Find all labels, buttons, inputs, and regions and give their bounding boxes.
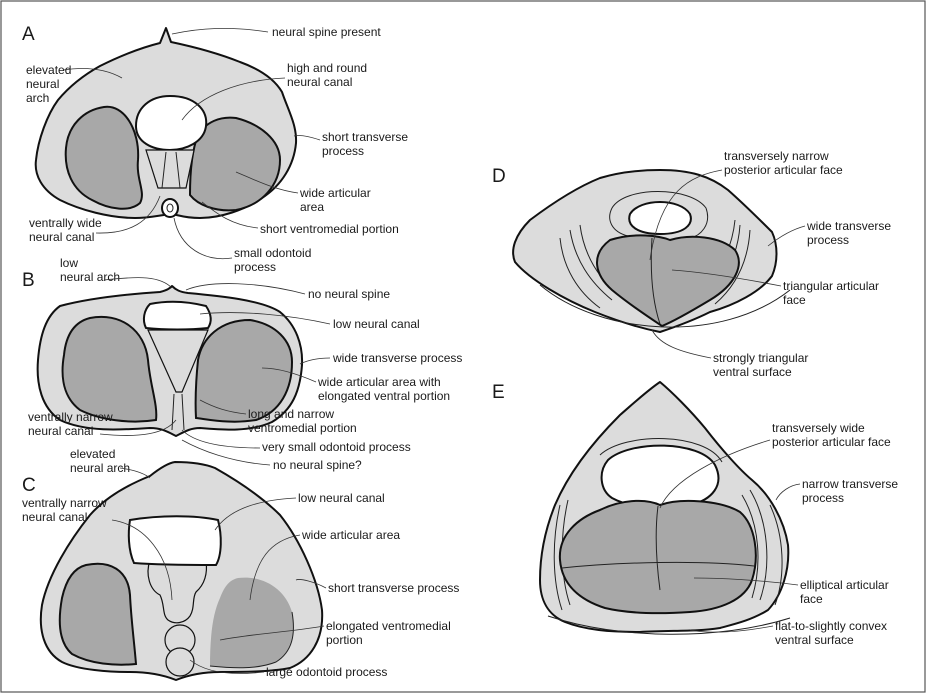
label-line: triangular articular [783, 279, 879, 293]
label-line: neural arch [60, 270, 120, 284]
label-line: ventromedial portion [248, 421, 357, 435]
label-b-wide-transverse: wide transverse process [332, 351, 462, 365]
label-line: process [322, 144, 364, 158]
panel-b: B low neural arch no neural spine low ne… [22, 256, 462, 472]
label-e-elliptical-face: elliptical articular face [800, 578, 892, 606]
panel-c-neural-canal [129, 516, 221, 565]
label-line: face [800, 592, 823, 606]
label-line: neural [26, 77, 59, 91]
panel-a: A neural spine present elevated neural a… [22, 24, 411, 274]
label-e-transversely-wide: transversely wide posterior articular fa… [772, 421, 891, 449]
label-d-strongly-triangular: strongly triangular ventral surface [713, 351, 812, 379]
panel-letter-c: C [22, 475, 36, 496]
label-b-no-neural-spine-q: no neural spine? [273, 458, 362, 472]
label-line: elongated ventral portion [318, 389, 450, 403]
label-line: transversely narrow [724, 149, 829, 163]
label-b-long-narrow-ventromedial: long and narrow ventromedial portion [248, 407, 357, 435]
label-e-narrow-transverse: narrow transverse process [802, 477, 901, 505]
label-d-triangular-face: triangular articular face [783, 279, 882, 307]
label-line: face [783, 293, 806, 307]
label-line: transversely wide [772, 421, 865, 435]
label-a-short-transverse: short transverse process [322, 130, 411, 158]
label-line: ventrally narrow [22, 496, 107, 510]
panel-letter-b: B [22, 270, 35, 291]
label-line: ventral surface [775, 633, 854, 647]
label-line: area [300, 200, 324, 214]
panel-c-odontoid-lower [166, 648, 194, 676]
label-b-no-neural-spine: no neural spine [308, 287, 390, 301]
panel-d: D transversely narrow posterior articula… [492, 149, 894, 379]
label-b-low-neural-arch: low neural arch [60, 256, 120, 284]
panel-b-neural-canal [144, 302, 211, 330]
label-a-wide-articular: wide articular area [299, 186, 374, 214]
panel-d-neural-canal [629, 202, 691, 234]
label-line: wide articular area with [317, 375, 441, 389]
label-line: elevated [70, 447, 115, 461]
label-e-flat-convex: flat-to-slightly convex ventral surface [775, 619, 890, 647]
label-a-short-ventromedial: short ventromedial portion [260, 222, 399, 236]
label-c-low-neural-canal: low neural canal [298, 491, 385, 505]
label-b-very-small-odontoid: very small odontoid process [262, 440, 411, 454]
panel-letter-a: A [22, 24, 35, 45]
panel-letter-e: E [492, 382, 505, 403]
label-line: neural canal [287, 75, 352, 89]
label-line: process [802, 491, 844, 505]
label-line: ventrally wide [29, 216, 102, 230]
panel-c: C elevated neural arch ventrally narrow … [22, 447, 459, 680]
label-line: strongly triangular [713, 351, 808, 365]
label-c-short-transverse: short transverse process [328, 581, 459, 595]
label-c-elongated-ventromedial: elongated ventromedial portion [326, 619, 454, 647]
label-line: portion [326, 633, 363, 647]
label-line: narrow transverse [802, 477, 898, 491]
label-a-small-odontoid: small odontoid process [234, 246, 315, 274]
label-line: posterior articular face [772, 435, 891, 449]
label-line: wide transverse [806, 219, 891, 233]
label-c-wide-articular: wide articular area [301, 528, 400, 542]
label-line: high and round [287, 61, 367, 75]
panel-c-left-articular-area [60, 564, 136, 665]
label-line: flat-to-slightly convex [775, 619, 887, 633]
panel-a-neural-canal [136, 96, 206, 150]
label-line: ventral surface [713, 365, 792, 379]
label-c-elevated-neural-arch: elevated neural arch [70, 447, 130, 475]
panel-e: E transversely wide posterior articular … [492, 382, 901, 647]
label-c-large-odontoid: large odontoid process [266, 665, 387, 679]
label-a-ventrally-wide: ventrally wide neural canal [29, 216, 105, 244]
label-d-wide-transverse: wide transverse process [806, 219, 894, 247]
label-line: low [60, 256, 78, 270]
label-line: short transverse [322, 130, 408, 144]
panel-a-odontoid [162, 199, 178, 217]
label-line: neural canal [22, 510, 87, 524]
panel-e-neural-canal [602, 446, 719, 508]
label-line: wide articular [299, 186, 371, 200]
label-line: long and narrow [248, 407, 334, 421]
label-line: neural canal [29, 230, 94, 244]
panel-letter-d: D [492, 166, 506, 187]
label-line: process [234, 260, 276, 274]
label-line: elongated ventromedial [326, 619, 451, 633]
label-b-low-neural-canal: low neural canal [333, 317, 420, 331]
label-b-wide-articular-elongated: wide articular area with elongated ventr… [317, 375, 450, 403]
label-line: elliptical articular [800, 578, 889, 592]
label-d-transversely-narrow: transversely narrow posterior articular … [724, 149, 843, 177]
label-line: arch [26, 91, 49, 105]
label-line: posterior articular face [724, 163, 843, 177]
label-a-high-round-canal: high and round neural canal [287, 61, 370, 89]
panel-e-elliptical-articular-face [560, 501, 756, 613]
label-line: ventrally narrow [28, 410, 113, 424]
label-a-neural-spine-present: neural spine present [272, 25, 381, 39]
label-line: process [807, 233, 849, 247]
label-line: neural canal [28, 424, 93, 438]
label-line: small odontoid [234, 246, 311, 260]
